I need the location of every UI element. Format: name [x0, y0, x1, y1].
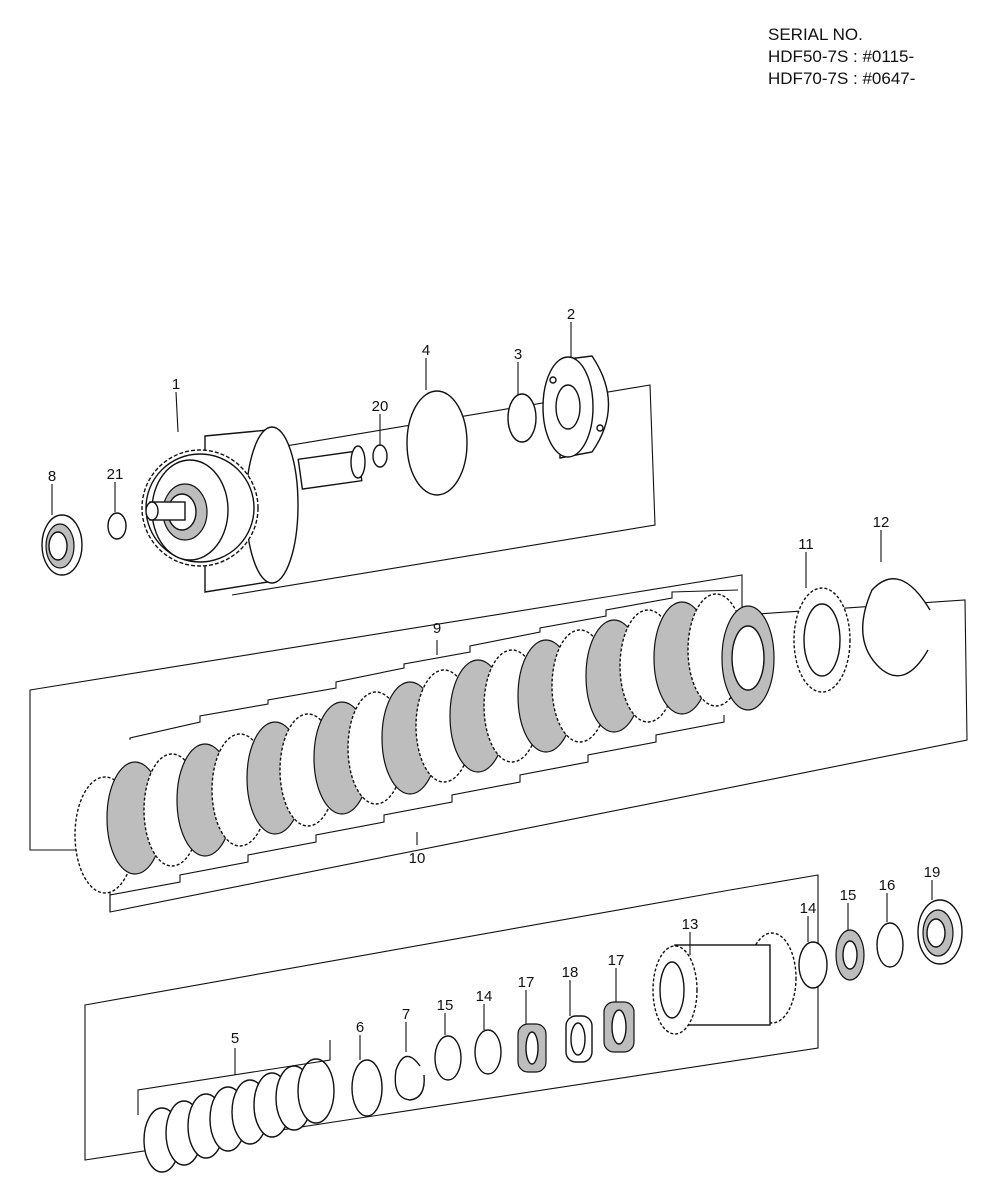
part-14-washer-b	[798, 941, 828, 989]
callout-19: 19	[924, 864, 941, 881]
part-11-inner	[803, 603, 841, 677]
callout-17-a: 17	[518, 974, 535, 991]
part-17-needle-bearing-a	[517, 1023, 547, 1073]
callout-11: 11	[798, 536, 814, 553]
part-7-snap-ring	[394, 1055, 425, 1101]
bracket-9	[129, 589, 739, 740]
bracket-5	[137, 1040, 331, 1115]
callout-4: 4	[422, 342, 430, 359]
serial-line-hdf50: HDF50-7S : #0115-	[768, 47, 915, 66]
callout-16: 16	[879, 877, 896, 894]
part-5-springs	[143, 1058, 335, 1173]
callout-14-b: 14	[800, 900, 817, 917]
callout-18: 18	[562, 964, 579, 981]
part-14-washer	[474, 1029, 502, 1075]
callout-12: 12	[873, 514, 890, 531]
part-15-washer	[434, 1035, 462, 1081]
clutch-pack-frame	[29, 574, 968, 913]
callout-15-a: 15	[437, 997, 454, 1014]
part-2-housing-plate	[542, 355, 610, 459]
part-3-ring	[507, 393, 537, 443]
callout-21: 21	[107, 466, 124, 483]
part-6-ring	[351, 1059, 383, 1117]
callout-15-b: 15	[840, 887, 857, 904]
part-16-washer	[876, 922, 904, 968]
serial-line-hdf70: HDF70-7S : #0647-	[768, 69, 916, 88]
part-1-gear-drum	[141, 426, 366, 593]
part-20-o-ring	[372, 444, 388, 468]
serial-number-block: SERIAL NO. HDF50-7S : #0115- HDF70-7S : …	[768, 24, 915, 90]
callout-3: 3	[514, 346, 522, 363]
callout-5: 5	[231, 1030, 239, 1047]
part-4-seal-ring	[406, 390, 468, 496]
leader-lines	[51, 322, 933, 1060]
callout-20: 20	[372, 398, 389, 415]
callout-9: 9	[433, 620, 441, 637]
callout-1: 1	[172, 376, 180, 393]
clutch-plates	[74, 593, 775, 894]
callout-14-a: 14	[476, 988, 493, 1005]
callout-17-b: 17	[608, 952, 625, 969]
part-12-snap-ring	[862, 578, 931, 677]
callout-2: 2	[567, 306, 575, 323]
part-19-bearing	[917, 899, 963, 965]
callout-6: 6	[356, 1019, 364, 1036]
part-17-needle-bearing-b	[603, 1001, 635, 1053]
serial-heading: SERIAL NO.	[768, 25, 863, 44]
part-8-bearing	[41, 514, 83, 576]
part-13-gear-hub	[652, 932, 797, 1035]
bracket-10	[109, 715, 725, 912]
part-21-ring	[107, 512, 127, 540]
callout-8: 8	[48, 468, 56, 485]
callout-13: 13	[682, 916, 699, 933]
part-15-thrust-inner	[842, 940, 858, 970]
callout-10: 10	[409, 850, 426, 867]
callout-7: 7	[402, 1006, 410, 1023]
part-18-bushing	[565, 1015, 593, 1063]
